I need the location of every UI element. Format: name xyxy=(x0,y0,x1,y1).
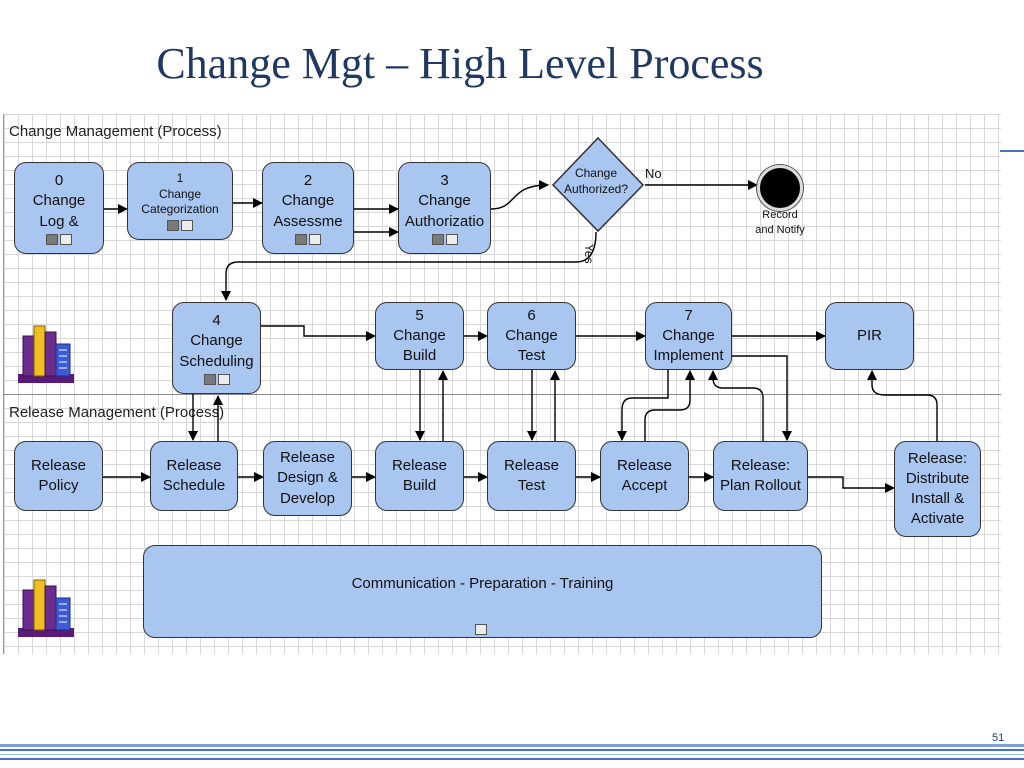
subprocess-icon[interactable] xyxy=(203,373,230,385)
step-7-change-implement[interactable]: 7 Change Implement xyxy=(645,302,732,370)
release-distribute-install-activate[interactable]: Release: Distribute Install & Activate xyxy=(894,441,981,537)
slide-title: Change Mgt – High Level Process xyxy=(156,39,764,88)
end-event-label: Record and Notify xyxy=(755,209,805,236)
subprocess-icon[interactable] xyxy=(46,233,72,245)
step-6-change-test[interactable]: 6 Change Test xyxy=(487,302,576,370)
footer-bar xyxy=(0,744,1024,747)
release-build[interactable]: Release Build xyxy=(375,441,464,511)
lane-label-change-management: Change Management (Process) xyxy=(9,123,222,140)
end-event[interactable] xyxy=(757,165,803,211)
edge-accent xyxy=(1000,150,1024,152)
annotation-icon[interactable] xyxy=(475,624,487,635)
yes-label: Yes xyxy=(582,244,596,264)
no-label: No xyxy=(645,166,662,181)
communication-preparation-training[interactable]: Communication - Preparation - Training xyxy=(143,545,822,638)
lane-divider xyxy=(4,394,1001,395)
step-1-change-categorization[interactable]: 1 Change Categorization xyxy=(127,162,233,240)
release-schedule[interactable]: Release Schedule xyxy=(150,441,238,511)
step-3-change-authorization[interactable]: 3 Change Authorizatio xyxy=(398,162,491,254)
subprocess-icon[interactable] xyxy=(431,233,458,245)
step-5-change-build[interactable]: 5 Change Build xyxy=(375,302,464,370)
lane-label-release-management: Release Management (Process) xyxy=(9,404,225,421)
page-number: 51 xyxy=(992,732,1005,744)
subprocess-icon[interactable] xyxy=(167,219,193,231)
release-plan-rollout[interactable]: Release: Plan Rollout xyxy=(713,441,808,511)
building-icon xyxy=(18,579,74,637)
release-accept[interactable]: Release Accept xyxy=(600,441,689,511)
decision-change-authorized[interactable]: Change Authorized? xyxy=(563,166,629,196)
release-design-develop[interactable]: Release Design & Develop xyxy=(263,441,352,516)
step-2-change-assessment[interactable]: 2 Change Assessme xyxy=(262,162,354,254)
step-4-change-scheduling[interactable]: 4 Change Scheduling xyxy=(172,302,261,394)
building-icon xyxy=(18,325,74,383)
footer-bar xyxy=(0,758,1024,760)
release-policy[interactable]: Release Policy xyxy=(14,441,103,511)
footer-bar xyxy=(0,754,1024,755)
footer-bar xyxy=(0,749,1024,751)
step-pir[interactable]: PIR xyxy=(825,302,914,370)
subprocess-icon[interactable] xyxy=(295,233,321,245)
step-0-change-log[interactable]: 0 Change Log & xyxy=(14,162,104,254)
release-test[interactable]: Release Test xyxy=(487,441,576,511)
